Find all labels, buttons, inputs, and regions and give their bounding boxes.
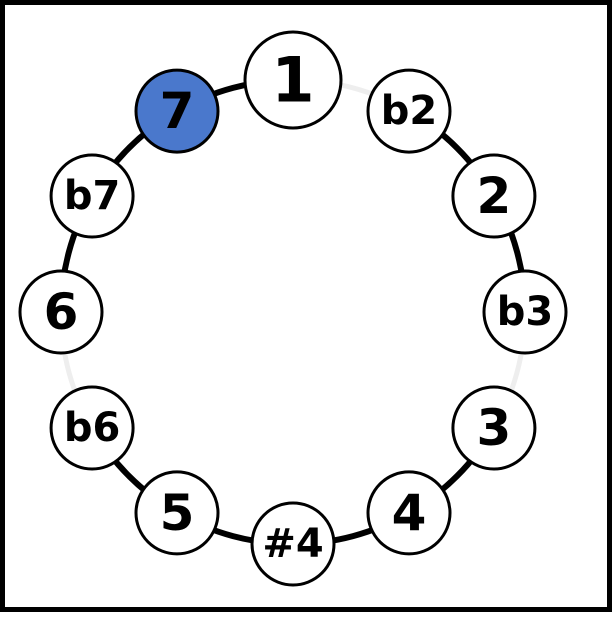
- degree-label: 4: [392, 484, 427, 542]
- degree-node: 4: [366, 470, 452, 556]
- degree-label: b3: [497, 289, 553, 335]
- degree-node-circle: [18, 269, 104, 355]
- degree-label: 5: [160, 484, 195, 542]
- ring: [58, 77, 528, 547]
- degree-node-circle: [451, 385, 537, 471]
- degree-node: b7: [49, 153, 135, 239]
- degree-node: 2: [451, 153, 537, 239]
- degree-node-circle: [134, 470, 220, 556]
- degree-label: 1: [271, 44, 314, 117]
- degree-node-circle: [49, 153, 135, 239]
- degree-nodes: 1 b2 2 b3 34 #4 5 b6 6 b7 7: [18, 30, 568, 587]
- degree-node-circle: [366, 68, 452, 154]
- degree-node: b3: [482, 269, 568, 355]
- degree-node: b6: [49, 385, 135, 471]
- degree-label: b6: [64, 405, 120, 451]
- degree-node: 1: [243, 30, 343, 130]
- degree-node: 7: [134, 68, 220, 154]
- degree-label: b7: [64, 173, 120, 219]
- degree-label: 3: [477, 399, 512, 457]
- degree-node-circle: [250, 501, 336, 587]
- degree-node-circle: [243, 30, 343, 130]
- degree-node: 5: [134, 470, 220, 556]
- degree-node-circle-highlighted: [134, 68, 220, 154]
- degree-node: #4: [250, 501, 336, 587]
- degree-node-circle: [451, 153, 537, 239]
- degree-label: 6: [44, 283, 79, 341]
- chromatic-circle-diagram: 1 b2 2 b3 34 #4 5 b6 6 b7 7: [18, 30, 568, 587]
- degree-node: b2: [366, 68, 452, 154]
- degree-label: 2: [477, 167, 512, 225]
- degree-node: 6: [18, 269, 104, 355]
- degree-label: #4: [262, 521, 323, 567]
- degree-node-circle: [482, 269, 568, 355]
- degree-label: b2: [381, 88, 437, 134]
- degree-node-circle: [366, 470, 452, 556]
- degree-label: 7: [160, 82, 195, 140]
- degree-node-circle: [49, 385, 135, 471]
- degree-node: 3: [451, 385, 537, 471]
